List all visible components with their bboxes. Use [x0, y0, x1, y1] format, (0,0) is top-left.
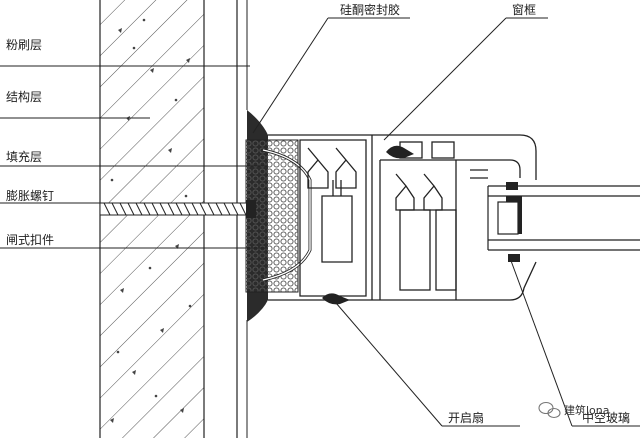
- label-silicone-sealant: 硅酮密封胶: [340, 2, 400, 17]
- label-insulated-glass: 中空玻璃: [582, 410, 630, 425]
- insulated-glass-unit: [487, 185, 640, 251]
- foam-fill: [245, 139, 299, 293]
- gate-clip-inner: [262, 149, 311, 281]
- label-render-layer: 粉刷层: [6, 38, 42, 52]
- label-structure-layer: 结构层: [6, 89, 42, 104]
- label-window-frame: 窗框: [512, 3, 536, 17]
- leader-lines: [0, 17, 640, 427]
- window-frame-profile: [268, 134, 537, 301]
- expansion-screw: [99, 200, 256, 218]
- concrete-hatch: [100, 0, 204, 438]
- watermark: 建筑lona: [538, 401, 610, 419]
- label-gate-clip: 闸式扣件: [6, 233, 54, 247]
- label-fill-layer: 填充层: [6, 149, 42, 164]
- sash-profile: [378, 159, 537, 301]
- label-expansion-screw: 膨胀螺钉: [6, 189, 54, 203]
- wall-section: [99, 0, 248, 438]
- label-sash: 开启扇: [448, 410, 484, 425]
- wechat-logo-icon: [538, 401, 561, 419]
- watermark-text: 建筑lona: [564, 403, 610, 417]
